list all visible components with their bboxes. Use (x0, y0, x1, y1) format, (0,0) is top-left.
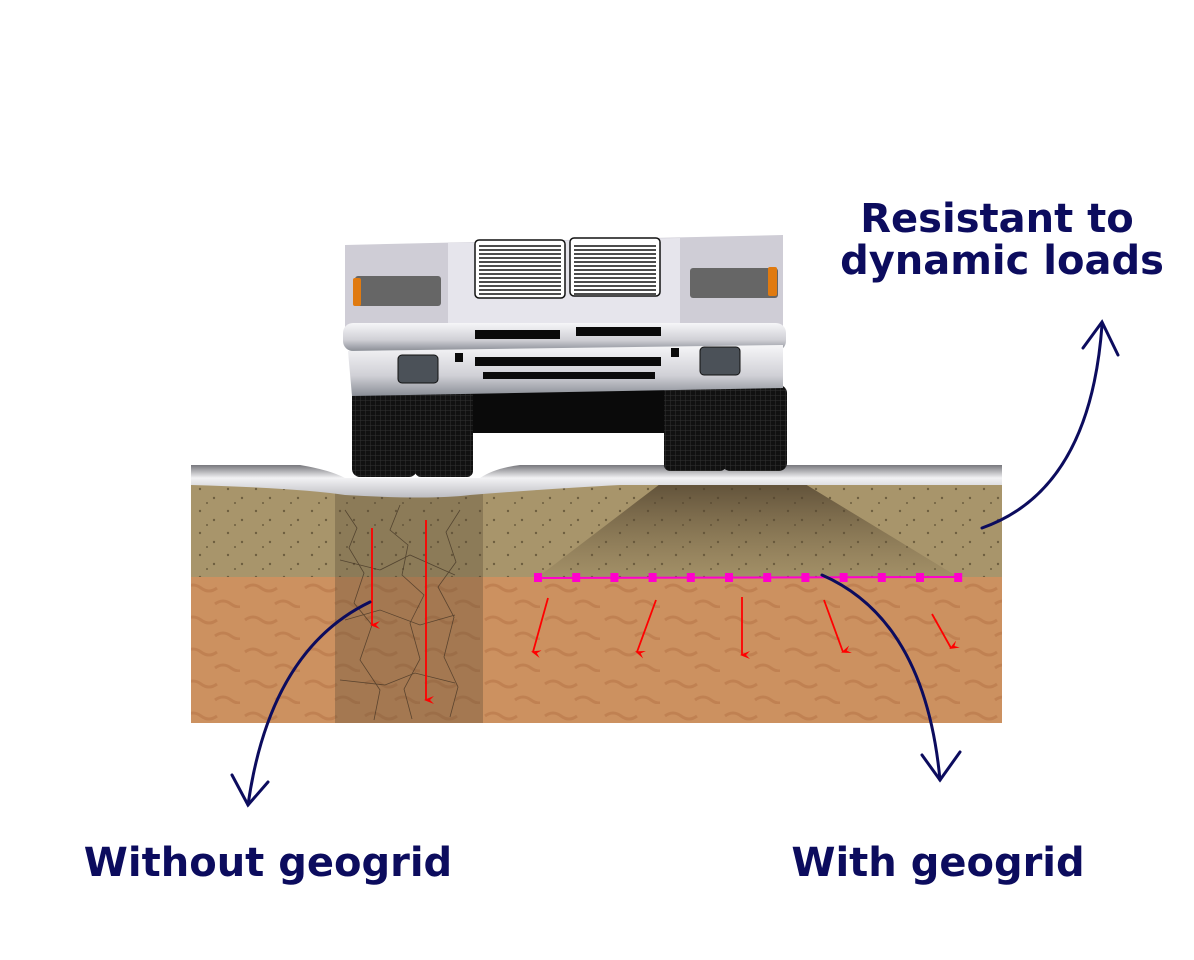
arrow-down-icon (920, 750, 962, 783)
truck-front-illustration (343, 235, 787, 477)
label-resistant-line1: Resistant to (860, 196, 1134, 242)
geogrid-node (534, 573, 542, 582)
geogrid-node (763, 573, 772, 582)
label-with-geogrid: With geogrid (791, 840, 1084, 886)
geogrid-node (572, 573, 581, 582)
label-without-geogrid: Without geogrid (84, 840, 452, 886)
geogrid-node (839, 573, 848, 582)
geogrid-node (877, 573, 886, 582)
geogrid-node (648, 573, 657, 582)
callout-curves (230, 319, 1120, 808)
geogrid-node (916, 573, 924, 582)
geogrid-node (954, 573, 963, 582)
road-surface (191, 465, 1002, 498)
stress-arrow-icon (931, 613, 960, 649)
callout-curve-with (820, 573, 942, 782)
soil-layers (191, 484, 1002, 723)
geogrid-node (610, 573, 619, 582)
arrow-up-icon (1081, 319, 1120, 357)
label-resistant-line2: dynamic loads (840, 238, 1164, 284)
geogrid-node (801, 573, 810, 582)
stress-arrow-icon (531, 597, 549, 658)
geogrid (534, 573, 963, 582)
stress-arrow-icon (823, 599, 852, 654)
geogrid-node (725, 573, 733, 582)
callout-curve-without (246, 600, 372, 807)
soil-cracks (339, 504, 461, 721)
geogrid-node (686, 573, 695, 582)
callout-curve-resistant (980, 323, 1104, 530)
load-distribution-cone (538, 484, 958, 577)
stress-arrow-icon (635, 599, 657, 659)
stress-arrows (370, 520, 960, 704)
arrow-down-icon (230, 773, 270, 808)
